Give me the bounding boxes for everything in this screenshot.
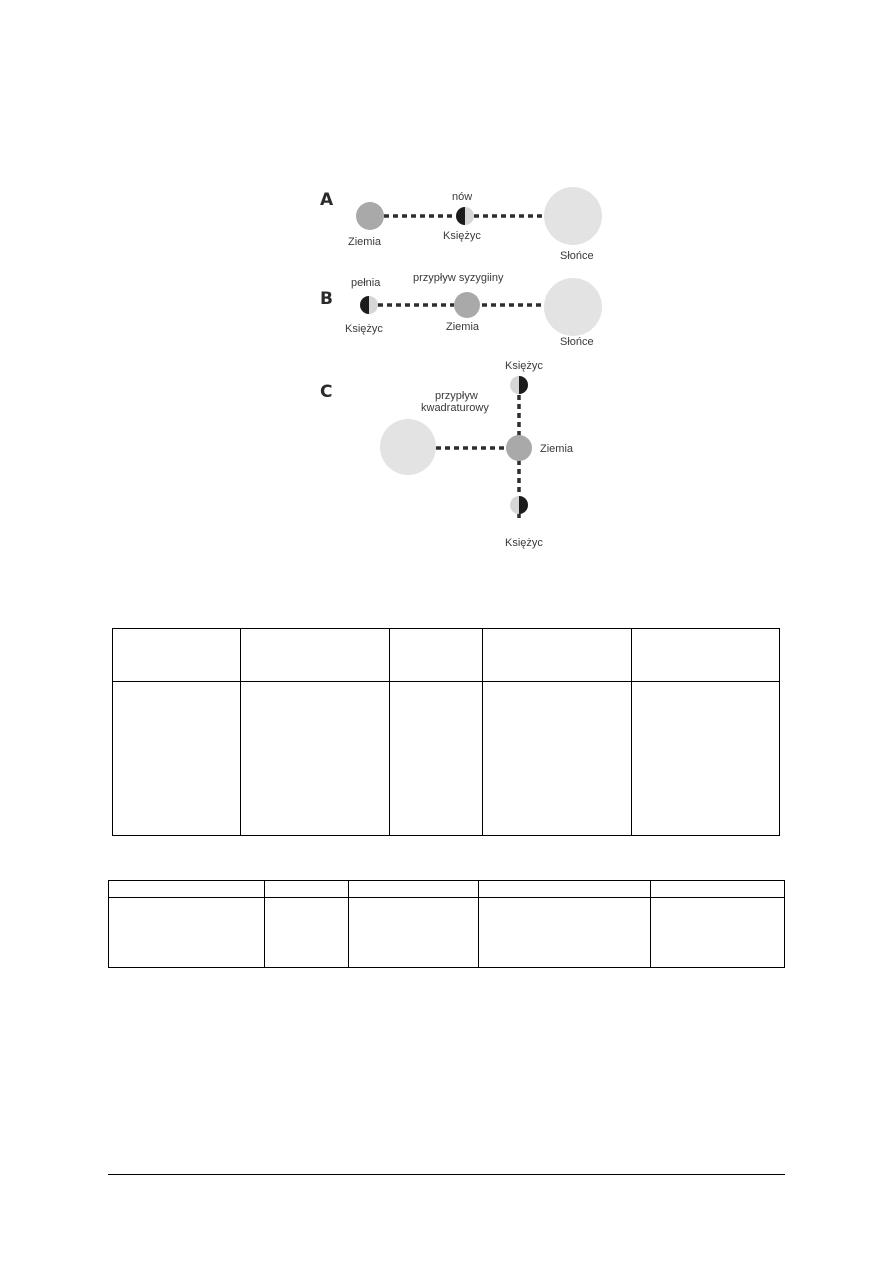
moon-top-label: Księżyc <box>505 360 543 372</box>
table-cell[interactable] <box>112 681 241 836</box>
table-header-row <box>108 880 785 898</box>
footer-divider <box>108 1174 785 1175</box>
table-cell[interactable] <box>482 681 633 836</box>
table-cell[interactable] <box>108 880 265 898</box>
tide-label-line1: przypływ <box>435 390 478 402</box>
panel-a: A nów Ziemia Księżyc Słońce <box>320 187 602 262</box>
table-cell[interactable] <box>108 897 265 968</box>
sun-circle <box>544 187 602 245</box>
table-header-row <box>112 628 780 682</box>
empty-table-2 <box>108 880 785 968</box>
earth-label: Ziemia <box>348 236 382 248</box>
moon-label: Księżyc <box>345 323 383 335</box>
moon-phase-label: pełnia <box>351 277 381 289</box>
tide-label: przypływ syzygiiny <box>413 272 504 284</box>
table-cell[interactable] <box>112 628 241 682</box>
sun-circle <box>544 278 602 336</box>
table-row <box>112 681 780 836</box>
panel-b: B pełnia przypływ syzygiiny Księżyc Ziem… <box>320 272 602 348</box>
table-cell[interactable] <box>631 681 780 836</box>
earth-label: Ziemia <box>446 321 480 333</box>
table-row <box>108 897 785 968</box>
tide-label-line2: kwadraturowy <box>421 402 489 414</box>
moon-label: Księżyc <box>443 230 481 242</box>
moon-full-icon <box>360 296 378 314</box>
panel-c: C Księżyc przypływ kwadraturowy Ziemia K… <box>320 360 574 549</box>
moon-quarter-icon <box>510 496 528 514</box>
table-cell[interactable] <box>388 628 484 682</box>
panel-letter-b: B <box>320 289 333 309</box>
moon-phase-label: nów <box>452 191 472 203</box>
panel-letter-a: A <box>320 190 334 210</box>
sun-circle <box>380 419 436 475</box>
table-cell[interactable] <box>239 628 390 682</box>
moon-quarter-icon <box>510 376 528 394</box>
earth-circle <box>454 292 480 318</box>
earth-circle <box>356 202 384 230</box>
table-cell[interactable] <box>650 897 785 968</box>
moon-new-icon <box>456 207 474 225</box>
table-cell[interactable] <box>239 681 390 836</box>
tide-diagram: A nów Ziemia Księżyc Słońce B pełnia prz… <box>320 187 602 549</box>
table-cell[interactable] <box>388 681 484 836</box>
earth-circle <box>506 435 532 461</box>
table-cell[interactable] <box>631 628 780 682</box>
table-cell[interactable] <box>263 880 349 898</box>
table-cell[interactable] <box>478 880 652 898</box>
table-cell[interactable] <box>347 897 480 968</box>
table-cell[interactable] <box>478 897 652 968</box>
table-cell[interactable] <box>482 628 633 682</box>
earth-label: Ziemia <box>540 443 574 455</box>
sun-label: Słońce <box>560 336 594 348</box>
sun-label: Słońce <box>560 250 594 262</box>
table-cell[interactable] <box>347 880 480 898</box>
table-cell[interactable] <box>650 880 785 898</box>
moon-bottom-label: Księżyc <box>505 537 543 549</box>
panel-letter-c: C <box>320 382 332 402</box>
table-cell[interactable] <box>263 897 349 968</box>
empty-table-1 <box>112 628 780 836</box>
